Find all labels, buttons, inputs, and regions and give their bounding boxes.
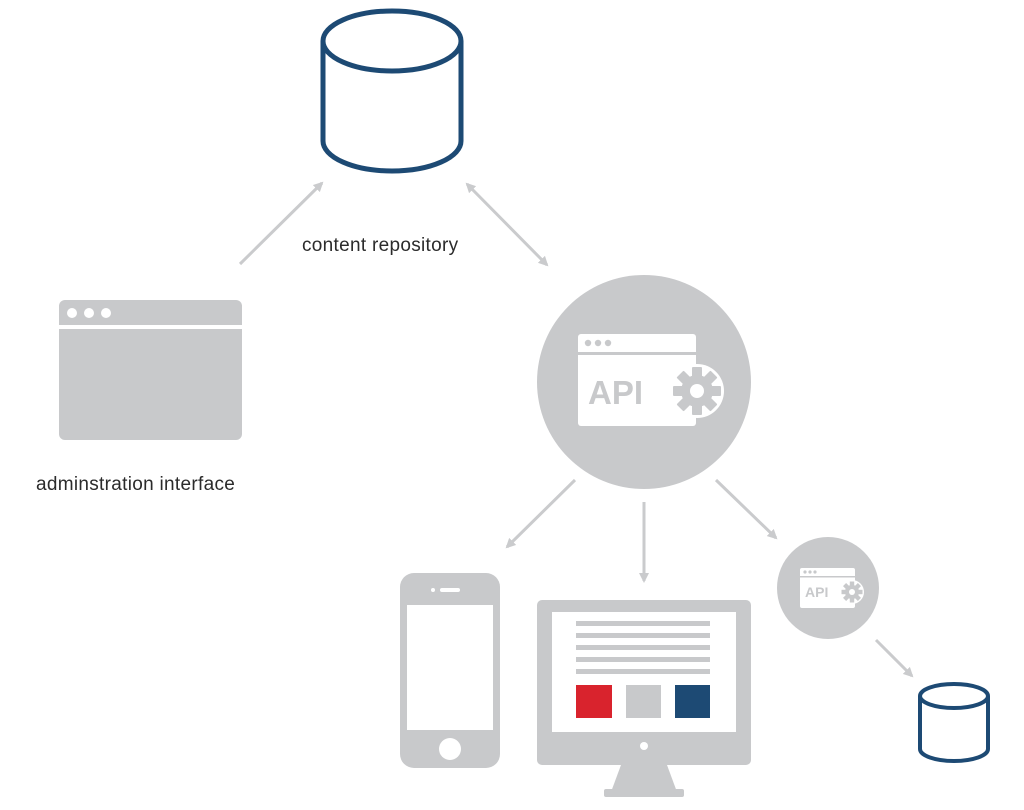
- arrow-repository-api-bidirectional: [465, 182, 549, 267]
- desktop-monitor-icon[interactable]: [537, 600, 751, 797]
- secondary-api-service-icon[interactable]: API: [777, 537, 879, 639]
- red-content-block: [576, 685, 612, 718]
- small-gear-icon: [840, 580, 864, 604]
- arrow-api-to-small-api: [714, 478, 778, 540]
- api-service-icon[interactable]: API: [537, 275, 751, 489]
- blue-content-block: [675, 685, 710, 718]
- content-repository-database-icon[interactable]: [320, 8, 464, 174]
- gear-icon: [670, 364, 724, 418]
- gray-content-block: [626, 685, 661, 718]
- small-database-icon[interactable]: [918, 682, 990, 763]
- arrow-small-api-to-database: [874, 638, 914, 678]
- admin-browser-window-icon[interactable]: [59, 300, 242, 440]
- administration-interface-label: adminstration interface: [36, 474, 236, 495]
- smartphone-icon[interactable]: [400, 573, 500, 768]
- api-main-label: API: [588, 374, 643, 411]
- api-small-label: API: [805, 584, 828, 600]
- content-repository-label: content repository: [302, 235, 459, 256]
- arrow-admin-to-repository: [238, 181, 324, 266]
- arrow-api-to-phone: [505, 478, 577, 549]
